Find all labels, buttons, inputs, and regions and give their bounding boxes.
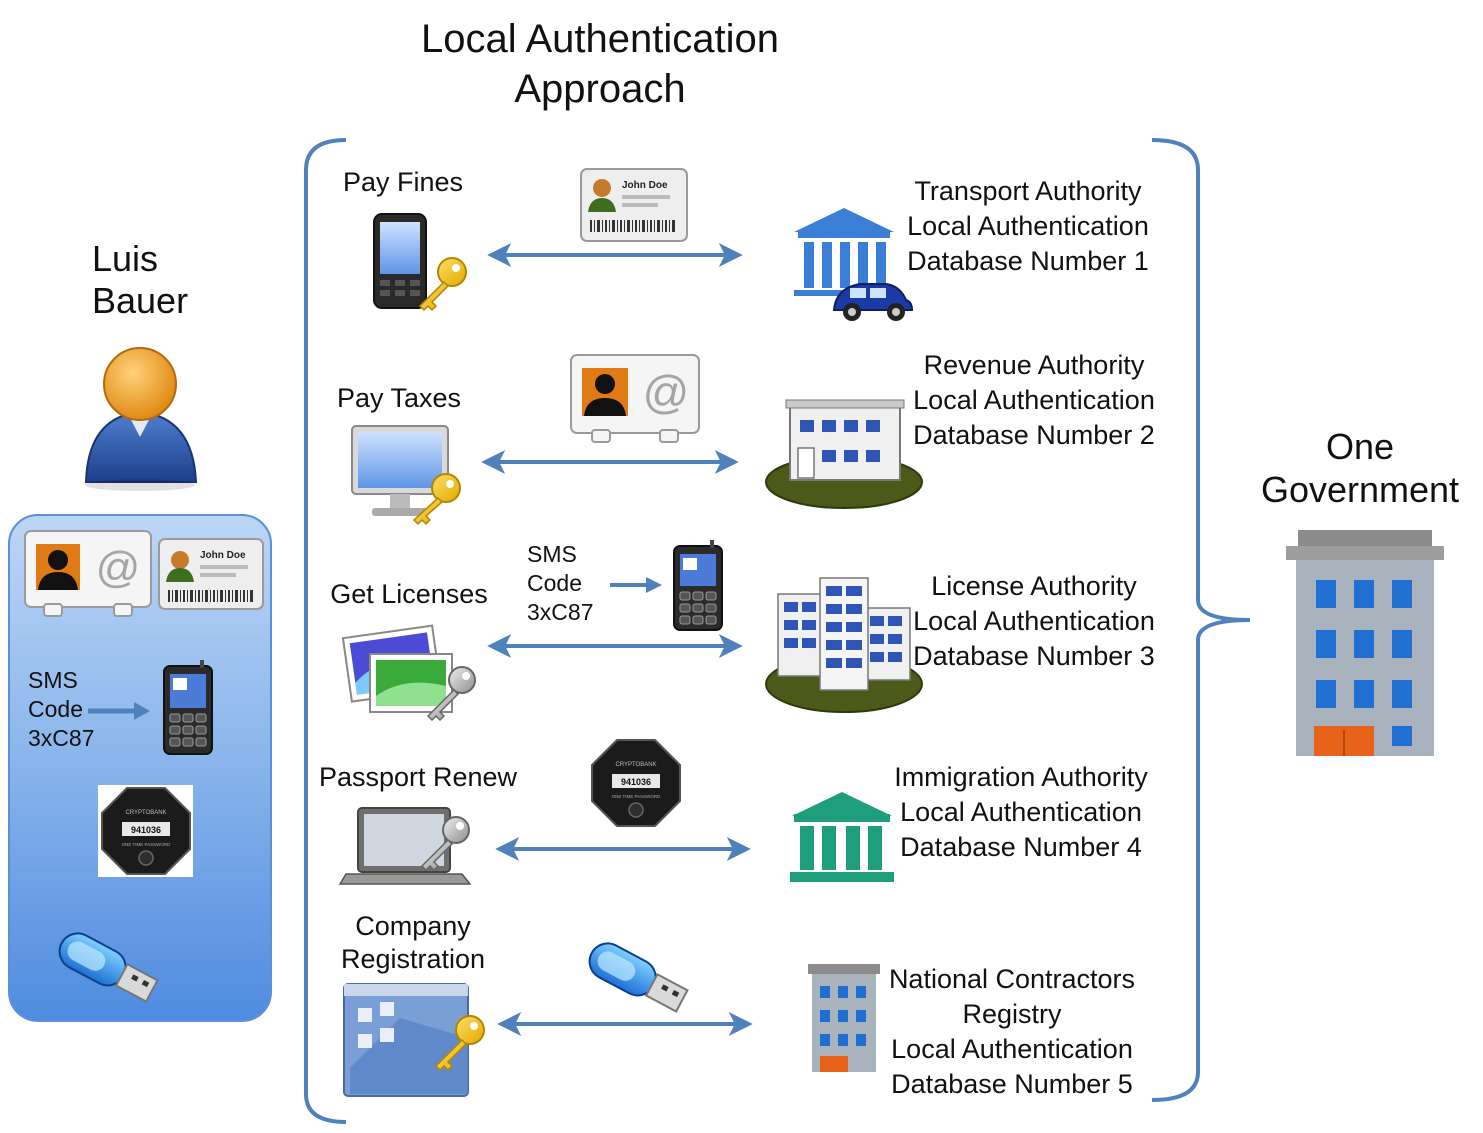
user-name: Luis Bauer [92,238,188,322]
id-card-icon: John Doe [580,168,688,242]
photos-icon [341,624,476,722]
government-building-icon [1286,530,1444,756]
key-icon [426,666,476,722]
government-line-2: Government [1260,469,1460,510]
service-line-1: Company [355,911,471,941]
authority-line: Revenue Authority [923,350,1145,380]
building-complex-icon [765,577,923,713]
diagram-title: Local Authentication Approach [360,14,840,114]
service-get-licenses: Get Licenses [330,579,488,609]
user-icon [84,347,198,491]
authority-line: Database Number 3 [913,641,1155,671]
otp-token-code: 941036 [131,825,161,835]
office-building-icon [765,399,923,509]
government-building-icon [790,792,894,882]
tall-office-icon [808,964,880,1072]
authority-line: Registry [962,999,1062,1029]
sms-line-2: Code [527,570,582,596]
authority-line: Immigration Authority [894,762,1148,792]
left-bracket [304,138,347,1124]
service-pay-taxes: Pay Taxes [336,383,462,413]
usb-key-icon [58,932,159,1003]
laptop-icon [338,807,472,885]
otp-token-icon: CRYPTOBANK 941036 ONE TIME PASSWORD [101,787,191,875]
otp-token-icon: CRYPTOBANK 941036 ONE TIME PASSWORD [591,739,681,827]
otp-token-brand: CRYPTOBANK [125,810,166,816]
sms-arrow-icon [88,702,150,720]
otp-token-code: 941036 [621,777,651,787]
car-icon [832,283,914,321]
service-company-registration: Company Registration [310,910,516,976]
svg-text:@: @ [96,543,141,592]
authority-revenue: Revenue Authority Local Authentication D… [896,348,1172,453]
sms-code-row-3: SMS Code 3xC87 [527,540,593,627]
phone-icon [373,213,467,312]
mobile-phone-icon [673,540,723,631]
wallet-sms-code: SMS Code 3xC87 [28,666,94,753]
government-label: One Government [1250,425,1470,511]
sms-line-3: 3xC87 [527,599,594,625]
mobile-phone-icon [163,660,213,755]
right-bracket [1151,138,1251,1102]
authority-line: License Authority [931,571,1137,601]
otp-token-brand: CRYPTOBANK [615,762,656,768]
wallet-sms-line-3: 3xC87 [28,725,95,751]
authority-national-contractors: National Contractors Registry Local Auth… [868,962,1156,1102]
screen-icon [343,983,485,1097]
id-card-icon: John Doe [158,538,264,610]
authority-line: Local Authentication [913,606,1155,636]
service-line-2: Registration [340,944,486,974]
otp-token-footer: ONE TIME PASSWORD [122,842,172,847]
authority-line: Database Number 1 [907,246,1149,276]
key-icon [412,473,461,526]
contact-card-icon: @ [570,354,700,443]
contact-card-icon: @ [24,530,152,617]
user-first-name: Luis [92,238,159,279]
authority-line: Transport Authority [914,176,1142,206]
service-passport-renew: Passport Renew [318,762,518,792]
usb-key-icon [588,942,689,1013]
id-card-name: John Doe [200,550,246,561]
key-icon [434,1015,485,1072]
sms-arrowhead-row-3 [646,577,662,593]
authority-line: Database Number 5 [891,1069,1133,1099]
otp-token-footer: ONE TIME PASSWORD [612,794,662,799]
authority-line: Database Number 2 [913,420,1155,450]
title-line-2: Approach [514,67,686,111]
title-line-1: Local Authentication [420,17,780,61]
authority-line: Local Authentication [900,797,1142,827]
bank-building-icon [794,208,914,321]
authority-line: Local Authentication [907,211,1149,241]
id-card-name: John Doe [622,180,668,191]
key-icon [420,816,470,872]
wallet-sms-line-2: Code [28,696,83,722]
monitor-icon [351,425,461,526]
user-last-name: Bauer [92,280,189,321]
authority-line: Database Number 4 [900,832,1142,862]
svg-text:@: @ [643,366,690,418]
authority-line: National Contractors [888,964,1136,994]
authority-line: Local Authentication [913,385,1155,415]
authority-transport: Transport Authority Local Authentication… [886,174,1170,279]
authority-line: Local Authentication [891,1034,1133,1064]
authority-immigration: Immigration Authority Local Authenticati… [876,760,1166,865]
key-icon [418,257,467,312]
government-line-1: One [1325,426,1395,467]
authority-license: License Authority Local Authentication D… [896,569,1172,674]
wallet-sms-line-1: SMS [28,667,78,693]
sms-line-1: SMS [527,541,577,567]
service-pay-fines: Pay Fines [342,167,464,197]
